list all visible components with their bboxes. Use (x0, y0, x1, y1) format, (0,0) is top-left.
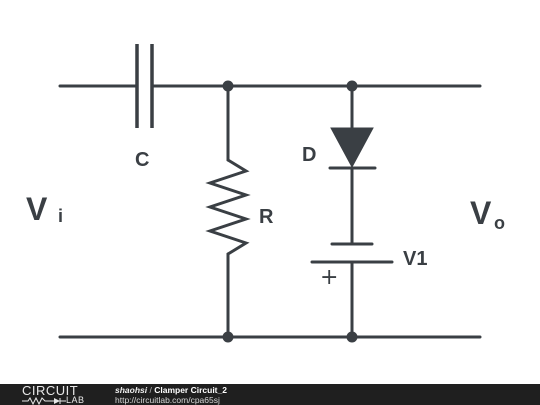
input-voltage-subscript: i (58, 206, 63, 226)
capacitor-label: C (135, 149, 149, 171)
logo-wave-icon (22, 397, 66, 405)
junction-dot-bottom-resistor (222, 331, 234, 343)
output-voltage-subscript: o (494, 213, 505, 233)
resistor-zigzag (205, 158, 251, 256)
title-separator: / (147, 385, 155, 395)
clamper-schematic: C R D V1 + V i V o (26, 44, 505, 343)
source-plus-sign: + (320, 265, 338, 290)
output-voltage-label: V (470, 195, 492, 231)
source-v1[interactable] (310, 242, 394, 264)
footer-bar: CIRCUIT LAB shaohsi / Clamper Circuit_2 … (0, 384, 540, 405)
footer-title-line: shaohsi / Clamper Circuit_2 (115, 385, 227, 395)
capacitor-c[interactable] (135, 44, 154, 128)
diode-d[interactable] (328, 127, 377, 170)
resistor-label: R (259, 206, 274, 228)
logo-text-top: CIRCUIT (22, 383, 79, 398)
circuitlab-logo[interactable]: CIRCUIT LAB (22, 384, 102, 405)
diode-triangle (330, 127, 374, 169)
author-name[interactable]: shaohsi (115, 385, 148, 395)
source-label: V1 (403, 248, 427, 270)
junction-dot-bottom-source (346, 331, 358, 343)
resistor-r[interactable] (205, 84, 251, 339)
diode-label: D (302, 144, 316, 166)
logo-text-bottom: LAB (66, 395, 85, 405)
footer-info: shaohsi / Clamper Circuit_2 http://circu… (115, 385, 227, 405)
junction-dot-top-diode (346, 80, 358, 92)
input-voltage-label: V (26, 191, 48, 227)
circuit-url-link[interactable]: http://circuitlab.com/cpa65sj (115, 395, 220, 405)
circuit-title[interactable]: Clamper Circuit_2 (154, 385, 227, 395)
junction-dot-top-resistor (222, 80, 234, 92)
